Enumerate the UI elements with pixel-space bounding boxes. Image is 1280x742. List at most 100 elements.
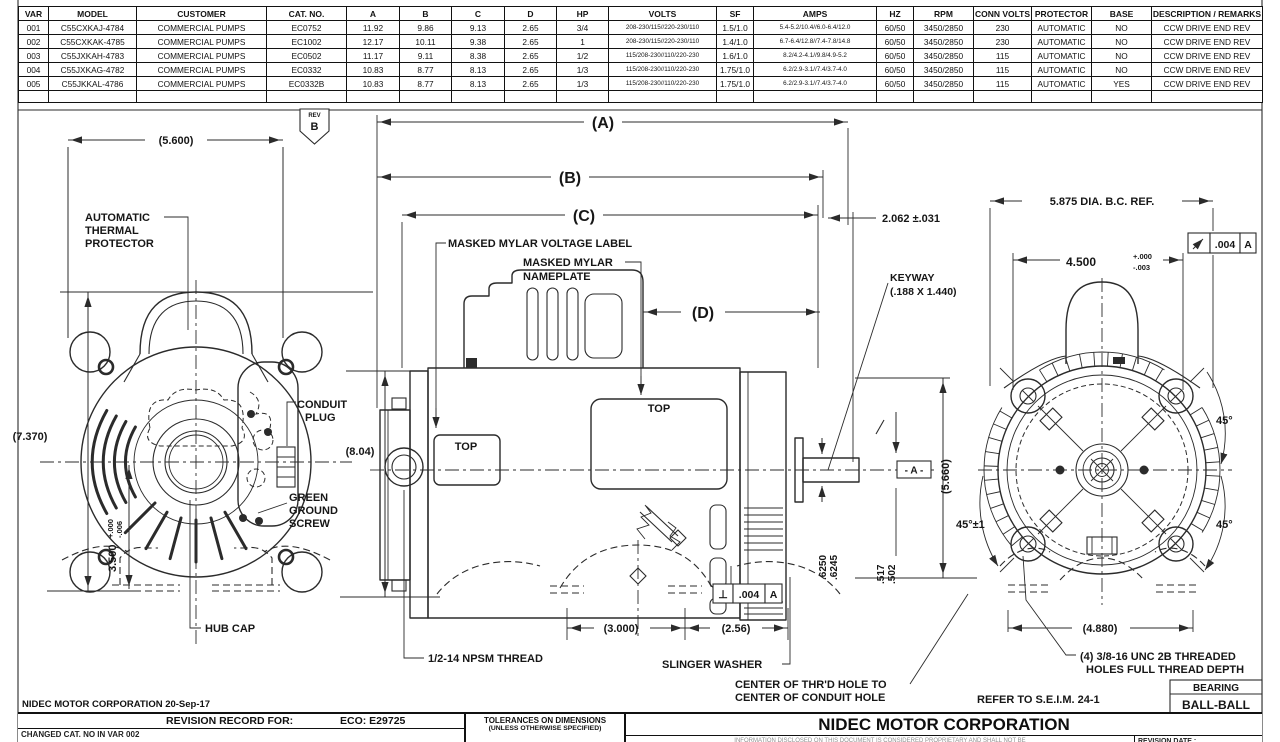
table-cell xyxy=(1031,90,1092,103)
thread-note-line2: HOLES FULL THREAD DEPTH xyxy=(1086,664,1244,676)
table-cell: COMMERCIAL PUMPS xyxy=(136,62,267,77)
table-cell: COMMERCIAL PUMPS xyxy=(136,48,267,63)
table-cell: 8.13 xyxy=(451,76,505,91)
keyway-note: KEYWAY (.188 X 1.440) xyxy=(827,272,957,471)
dim-2062-label: 2.062 ±.031 xyxy=(882,213,940,225)
table-cell: 6.7-6.4/12.8//7.4-7.8/14.8 xyxy=(753,34,877,49)
tolerance-line1: TOLERANCES ON DIMENSIONS xyxy=(483,716,607,725)
dim-4880: (4.880) xyxy=(1007,610,1194,635)
table-cell: 60/50 xyxy=(876,76,914,91)
thru-bolt-right xyxy=(1139,465,1149,475)
table-cell: EC0752 xyxy=(266,20,347,35)
table-cell: 208-230/115//220-230/110 xyxy=(608,34,717,49)
slinger-note: SLINGER WASHER xyxy=(662,577,791,671)
table-cell: COMMERCIAL PUMPS xyxy=(136,34,267,49)
table-empty-row xyxy=(18,90,1263,103)
keyway-line1: KEYWAY xyxy=(890,272,935,284)
column-header: CAT. NO. xyxy=(266,6,347,21)
table-cell: 115 xyxy=(973,48,1032,63)
table-cell: 2.65 xyxy=(504,34,557,49)
dim-5600: (5.600) xyxy=(67,135,284,338)
motor-body-outline xyxy=(80,346,312,578)
dim-4500-minus: -.003 xyxy=(1133,263,1150,272)
column-header: D xyxy=(504,6,557,21)
dim-3500-plus: +.000 xyxy=(106,519,115,538)
table-cell xyxy=(346,90,400,103)
fcf-perp-symbol: ⊥ xyxy=(718,589,728,601)
table-cell: CCW DRIVE END REV xyxy=(1151,76,1263,91)
datum-a-label: - A - xyxy=(905,466,924,477)
table-cell: NO xyxy=(1091,48,1152,63)
column-header: BASE xyxy=(1091,6,1152,21)
dim-256-label: (2.56) xyxy=(722,623,751,635)
fcf-perp-datum: A xyxy=(770,589,778,601)
fcf-runout-tol: .004 xyxy=(1215,239,1236,251)
table-cell xyxy=(48,90,137,103)
npsm-label: 1/2-14 NPSM THREAD xyxy=(428,653,543,665)
table-cell: 1.5/1.0 xyxy=(716,20,754,35)
datum-a: - A - xyxy=(896,460,932,479)
table-cell xyxy=(451,90,505,103)
mylar-cluster xyxy=(463,269,644,368)
table-cell: CCW DRIVE END REV xyxy=(1151,34,1263,49)
conduit-plug-note: CONDUIT PLUG xyxy=(286,399,347,446)
table-cell: 3450/2850 xyxy=(913,34,974,49)
table-cell: 208-230/115//220-230/110 xyxy=(608,20,717,35)
table-cell: EC0332 xyxy=(266,62,347,77)
dim-A-label: (A) xyxy=(592,115,614,132)
dim-256: (2.56) xyxy=(685,608,789,640)
table-cell: 11.17 xyxy=(346,48,400,63)
table-cell: 8.38 xyxy=(451,48,505,63)
ground-screw-line2: GROUND xyxy=(289,505,338,517)
nameplate-line2: NAMEPLATE xyxy=(523,271,591,283)
table-cell: 3450/2850 xyxy=(913,76,974,91)
dim-D: (D) xyxy=(643,305,820,322)
table-cell: C55CXKAK-4785 xyxy=(48,34,137,49)
conduit-plug-line1: CONDUIT xyxy=(297,399,347,411)
table-cell: 60/50 xyxy=(876,62,914,77)
change-note: CHANGED CAT. NO IN VAR 002 xyxy=(18,729,464,742)
column-header: DESCRIPTION / REMARKS xyxy=(1151,6,1263,21)
side-base-ghost xyxy=(436,540,841,640)
table-cell: COMMERCIAL PUMPS xyxy=(136,20,267,35)
voltage-label-text: MASKED MYLAR VOLTAGE LABEL xyxy=(448,238,632,250)
npsm-boss-inner xyxy=(391,454,417,480)
dim-5600-label: (5.600) xyxy=(159,135,194,147)
dim-D-label: (D) xyxy=(692,305,714,322)
table-cell: CCW DRIVE END REV xyxy=(1151,62,1263,77)
front-base-ghost xyxy=(61,545,331,592)
hub-cap-note: HUB CAP xyxy=(189,500,255,635)
table-cell: 115 xyxy=(973,76,1032,91)
shaft-dia-min: .6245 xyxy=(829,555,840,580)
wiring-cover xyxy=(237,361,299,527)
table-cell: NO xyxy=(1091,62,1152,77)
thread-note: (4) 3/8-16 UNC 2B THREADED HOLES FULL TH… xyxy=(1022,555,1244,676)
npsm-boss-outer xyxy=(384,447,424,487)
key-flat-max: .517 xyxy=(876,564,887,584)
dim-804: (8.04) xyxy=(340,370,440,598)
thread-note-line1: (4) 3/8-16 UNC 2B THREADED xyxy=(1080,651,1236,663)
company-name: NIDEC MOTOR CORPORATION xyxy=(626,714,1262,736)
table-cell: 1/3 xyxy=(556,76,609,91)
rear-base-ghost xyxy=(999,547,1206,593)
table-cell: C55JXKAG-4782 xyxy=(48,62,137,77)
dim-3500: 3.500 +.000 -.006 xyxy=(106,465,133,589)
table-cell: 3450/2850 xyxy=(913,20,974,35)
slinger-label: SLINGER WASHER xyxy=(662,659,762,671)
column-header: VAR xyxy=(18,6,49,21)
fcf-runout-datum: A xyxy=(1244,239,1252,251)
stator-outline xyxy=(147,388,245,447)
revision-date-label: REVISION DATE : xyxy=(1134,736,1262,742)
conduit-plug-shape xyxy=(276,446,296,488)
table-cell: 60/50 xyxy=(876,20,914,35)
table-cell xyxy=(973,90,1032,103)
table-cell xyxy=(504,90,557,103)
dim-7370-label: (7.370) xyxy=(13,431,48,443)
table-cell xyxy=(136,90,267,103)
table-cell: 5.4-5.2/10.4//6.0-6.4/12.0 xyxy=(753,20,877,35)
revision-record-label: REVISION RECORD FOR: xyxy=(166,715,294,727)
hub-cross xyxy=(1037,405,1167,535)
